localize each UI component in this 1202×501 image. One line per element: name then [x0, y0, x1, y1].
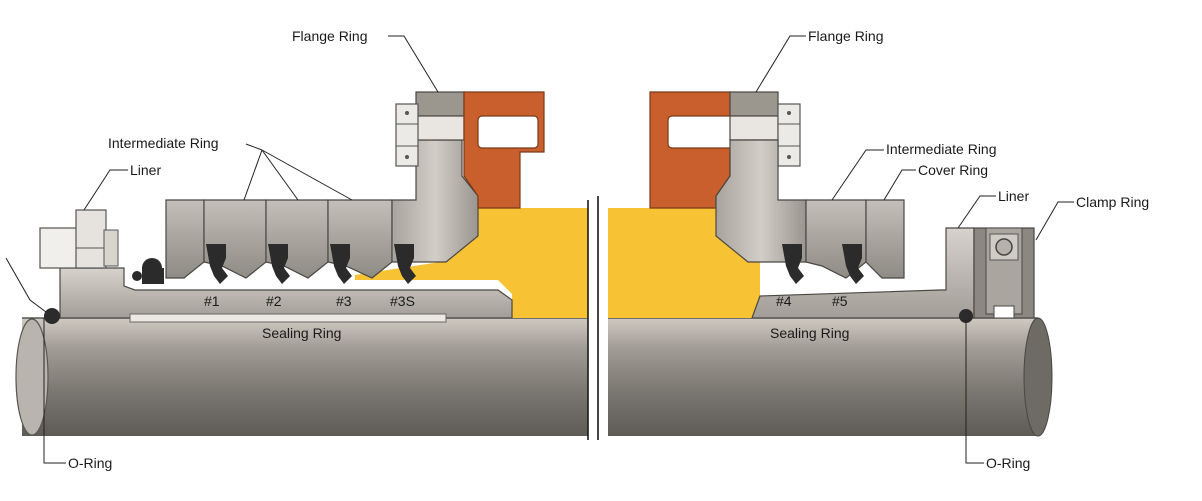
o-ring-right-label: O-Ring [986, 455, 1030, 471]
flange-ring-left [415, 91, 465, 117]
sealing-ring-left-label: Sealing Ring [262, 325, 341, 341]
break-lines [587, 196, 599, 440]
lip-seal-3s [394, 244, 416, 284]
flange-body-right [715, 139, 807, 263]
lip-seals-left [206, 244, 416, 284]
flange-bolt-left [395, 103, 419, 167]
liner-right-label: Liner [998, 188, 1029, 204]
seal-number-4: #4 [776, 293, 792, 309]
intermediate-ring-right-label: Intermediate Ring [886, 141, 997, 157]
stern-tube-flange-left [463, 91, 545, 209]
seal-number-5: #5 [832, 293, 848, 309]
lip-seal-5 [842, 244, 864, 284]
intermediate-ring-left-label: Intermediate Ring [108, 135, 219, 151]
liner-left-label: Liner [130, 162, 161, 178]
lip-seals-right [782, 244, 864, 284]
seal-number-3s: #3S [390, 293, 415, 309]
cover-ring-label: Cover Ring [918, 162, 988, 178]
lip-seal-4 [782, 244, 804, 284]
flange-ring-left-label: Flange Ring [292, 28, 368, 44]
lip-seal-3 [330, 244, 352, 284]
flange-ring-right-label: Flange Ring [808, 28, 884, 44]
shaft [15, 317, 1053, 437]
fill-region-right [608, 208, 760, 318]
fill-region-left [355, 208, 588, 318]
labels: Flange Ring Flange Ring Intermediate Rin… [68, 28, 1149, 471]
shaft-end-left [15, 318, 49, 436]
flange-bolt-right [777, 103, 801, 167]
clamp-ring-label: Clamp Ring [1076, 194, 1149, 210]
lip-seal-2 [268, 244, 290, 284]
o-ring-right [959, 309, 973, 323]
lip-seal-1 [206, 244, 228, 284]
shaft-left [22, 318, 588, 436]
seal-number-2: #2 [266, 293, 282, 309]
seal-number-1: #1 [204, 293, 220, 309]
o-ring-left [44, 308, 60, 324]
clamp-ring [973, 227, 1035, 319]
liner-bolt-left [39, 209, 119, 269]
stern-tube-flange-right [649, 91, 731, 209]
flange-slot-left [477, 115, 539, 149]
leader-lines [5, 35, 1074, 464]
shaft-end-right [1023, 317, 1053, 437]
flange-ring-right [729, 91, 779, 117]
sealing-ring-left [129, 313, 447, 323]
backup-o-ring-left-2 [132, 271, 142, 281]
seal-number-3: #3 [336, 293, 352, 309]
sealing-ring-right-label: Sealing Ring [770, 325, 849, 341]
cover-ring [865, 199, 905, 279]
o-ring-left-label: O-Ring [68, 455, 112, 471]
